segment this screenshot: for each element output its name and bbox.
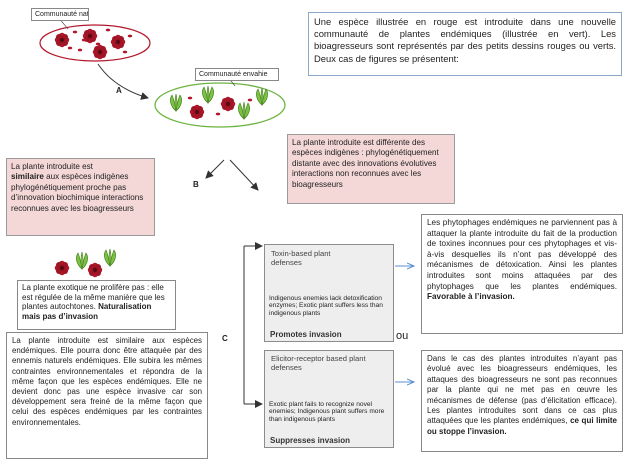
favorable-text: Les phytophages endémiques ne parviennen… <box>427 218 617 291</box>
invaded-community-label: Communauté envahie <box>195 68 279 81</box>
similar-bold: similaire <box>11 172 44 182</box>
toxin-defense-box: Toxin-based plant defenses Indigenous en… <box>264 244 394 342</box>
limits-text: Dans le cas des plantes introduites n’ay… <box>427 354 617 426</box>
similar-explanation-box: La plante introduite est similaire aux e… <box>6 332 208 459</box>
naturalisation-box: La plante exotique ne prolifère pas : el… <box>17 280 176 330</box>
similar-line2: aux espèces indigènes <box>43 172 129 182</box>
similar-plant-box: La plante introduite est similaire aux e… <box>6 158 155 236</box>
arrow-b-label: B <box>193 180 199 189</box>
similar-rest: phylogénétiquement proche pas d’innovati… <box>11 182 144 213</box>
native-community-ellipse <box>39 24 151 62</box>
intro-box: Une espèce illustrée en rouge est introd… <box>308 12 622 76</box>
favorable-invasion-box: Les phytophages endémiques ne parviennen… <box>421 214 623 334</box>
different-plant-box: La plante introduite est différente des … <box>287 134 455 204</box>
favorable-bold: Favorable à l’invasion. <box>427 292 515 302</box>
arrow-c-label: C <box>222 334 228 343</box>
toxin-result: Promotes invasion <box>270 330 342 339</box>
limits-bold: ce qui limite ou stoppe l’invasion. <box>427 416 618 436</box>
arrow-a-label: A <box>116 86 122 95</box>
limits-invasion-box: Dans le cas des plantes introduites n’ay… <box>421 350 623 452</box>
elicitor-result: Suppresses invasion <box>270 436 351 445</box>
ou-label: ou <box>396 330 409 342</box>
invaded-community-ellipse <box>154 82 286 128</box>
native-community-label: Communauté native <box>31 8 89 21</box>
elicitor-title: Elicitor-receptor based plant defenses <box>271 354 366 372</box>
naturalisation-bold: Naturalisation mais pas d’invasion <box>22 302 152 321</box>
toxin-title: Toxin-based plant defenses <box>271 249 331 267</box>
elicitor-note: Exotic plant fails to recognize novel en… <box>269 401 385 423</box>
naturalisation-text: La plante exotique ne prolifère pas : el… <box>22 283 165 312</box>
similar-line1: La plante introduite est <box>11 162 93 171</box>
toxin-note: Indigenous enemies lack detoxification e… <box>269 295 383 317</box>
elicitor-defense-box: Elicitor-receptor based plant defenses E… <box>264 350 394 448</box>
